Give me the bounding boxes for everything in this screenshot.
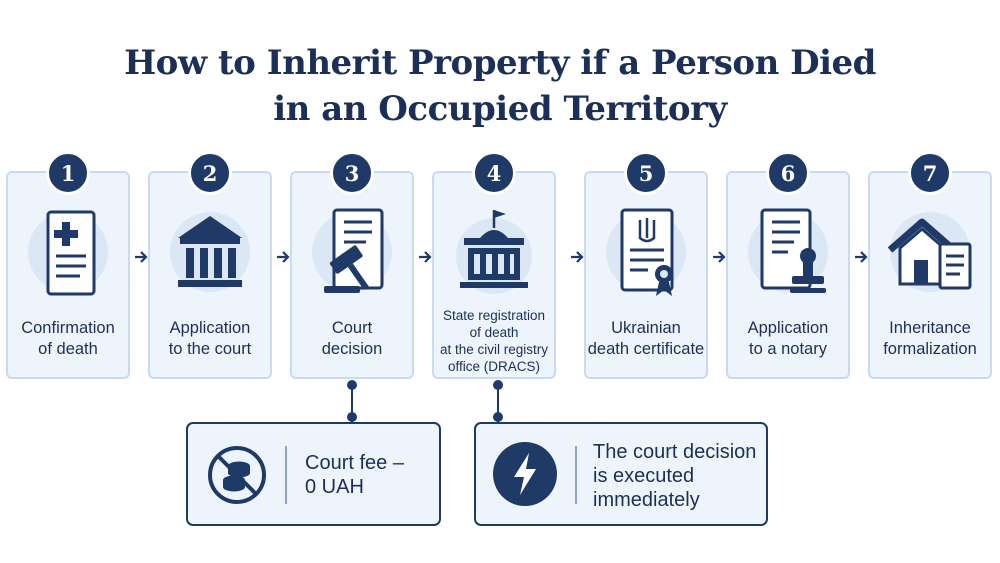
arrow-right-icon (855, 251, 868, 263)
note-immediate-execution-text: The court decision is executed immediate… (593, 441, 757, 511)
connector-dot-step-4-box (493, 412, 503, 422)
step-badge-2: 2 (188, 151, 232, 195)
arrow-right-icon (419, 251, 432, 263)
step-label-3: Court decision (321, 319, 383, 358)
arrow-right-icon (713, 251, 726, 263)
step-badge-7: 7 (908, 151, 952, 195)
note-immediate-execution: The court decision is executed immediate… (474, 422, 768, 526)
step-badge-6: 6 (766, 151, 810, 195)
medical-document-icon (6, 204, 130, 300)
note-divider (575, 446, 577, 504)
note-divider (285, 446, 287, 504)
registry-building-icon (432, 204, 556, 300)
connector-dot-step-3-box (347, 412, 357, 422)
page-title: How to Inherit Property if a Person Died… (0, 40, 1000, 132)
gavel-document-icon (290, 204, 414, 300)
step-badge-3: 3 (330, 151, 374, 195)
certificate-icon (584, 204, 708, 300)
step-badge-5: 5 (624, 151, 668, 195)
no-money-icon (206, 444, 268, 506)
courthouse-icon (148, 204, 272, 300)
title-line-1: How to Inherit Property if a Person Died (124, 43, 876, 83)
step-label-4: State registration of death at the civil… (439, 308, 549, 374)
house-document-icon (868, 204, 992, 300)
step-badge-1: 1 (46, 151, 90, 195)
step-label-2: Application to the court (168, 319, 252, 358)
note-court-fee: Court fee – 0 UAH (186, 422, 441, 526)
step-label-6: Application to a notary (747, 319, 829, 358)
step-label-7: Inheritance formalization (883, 319, 977, 358)
lightning-icon (492, 441, 558, 507)
step-badge-4: 4 (472, 151, 516, 195)
title-line-2: in an Occupied Territory (273, 89, 727, 129)
arrow-right-icon (135, 251, 148, 263)
connector-line-step-3 (351, 385, 353, 422)
arrow-right-icon (277, 251, 290, 263)
connector-line-step-4 (497, 385, 499, 422)
arrow-right-icon (571, 251, 584, 263)
step-label-5: Ukrainian death certificate (587, 319, 705, 358)
step-label-1: Confirmation of death (21, 319, 115, 358)
note-court-fee-text: Court fee – 0 UAH (305, 452, 404, 498)
notary-stamp-icon (726, 204, 850, 300)
